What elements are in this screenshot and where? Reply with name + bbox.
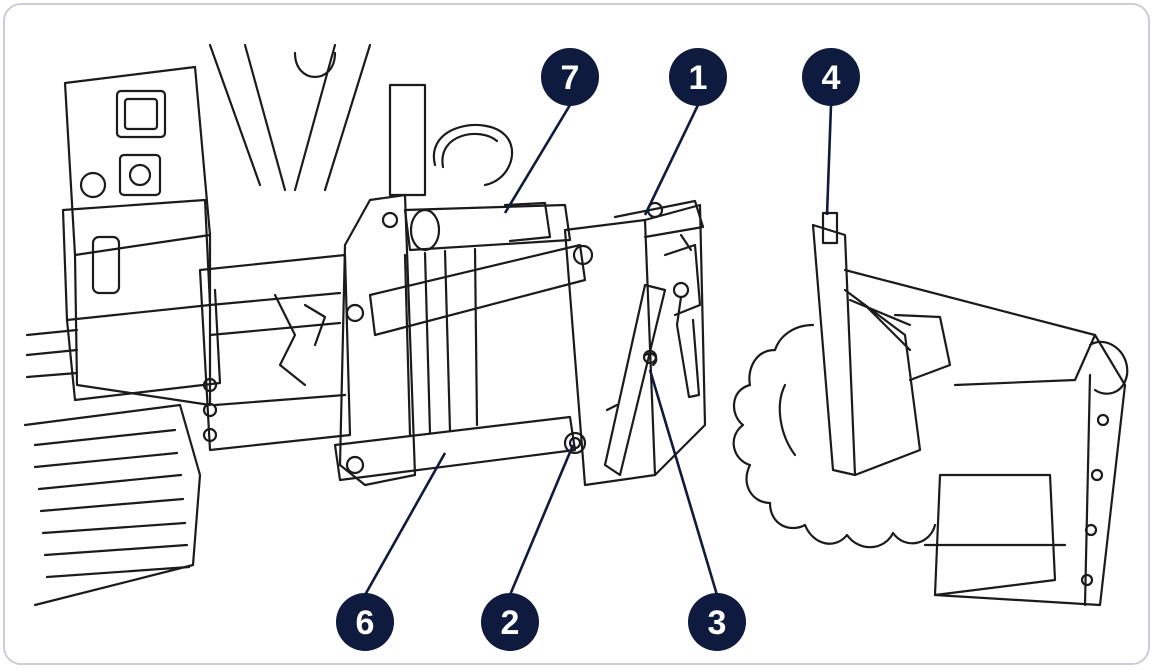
leader-line-2 [508,444,575,596]
callout-7: 7 [541,48,599,106]
callout-2-label: 2 [501,604,520,642]
diagram-frame: 7 1 4 6 2 3 [3,3,1150,665]
callout-1: 1 [669,48,727,106]
leader-line-6 [363,452,447,596]
callout-3-label: 3 [708,604,727,642]
leader-line-1 [643,104,700,216]
callout-2: 2 [481,593,539,651]
lower-link-arm [333,243,587,482]
callout-6-label: 6 [356,604,375,642]
leader-lines [363,104,833,596]
hydraulic-cylinder [403,201,572,252]
callout-4-label: 4 [822,59,841,97]
callout-1-label: 1 [689,59,708,97]
mounting-frame [198,193,417,487]
implement-body [732,268,1129,607]
leader-line-3 [648,369,719,596]
tractor-front [23,43,514,607]
callout-4: 4 [802,48,860,106]
callout-7-label: 7 [561,59,580,97]
implement-coupler-plate [811,211,952,477]
leader-line-7 [503,104,572,214]
callout-3: 3 [688,593,746,651]
leader-line-4 [825,104,833,216]
callout-6: 6 [336,593,394,651]
quick-coupler [563,199,707,487]
front-hitch-illustration: 7 1 4 6 2 3 [23,43,1129,651]
